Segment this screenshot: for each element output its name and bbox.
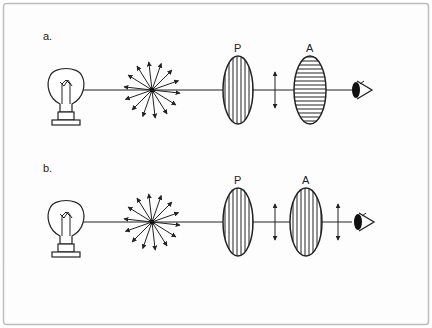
analyzer [290,188,322,256]
setup-b [48,188,374,257]
eye [354,213,374,231]
light-center [150,88,155,93]
light-ray [149,194,152,222]
component-label: P [234,175,241,186]
light-ray [152,213,178,222]
component-label: P [234,43,241,54]
light-center [150,220,155,225]
light-ray [149,62,152,90]
light-ray [152,222,155,250]
component-label: A [306,43,313,54]
light-ray [126,222,152,231]
frame [4,4,429,325]
unpolarized-light [124,194,180,250]
eye [352,81,372,99]
unpolarized-light [124,62,180,118]
polarization-arrow [275,204,276,240]
setup-a [48,56,372,125]
analyzer [294,56,326,124]
row-label: b. [43,163,52,174]
component-label: A [302,175,309,186]
light-ray [152,90,176,105]
row-label: a. [43,31,52,42]
light-ray [152,90,155,118]
light-ray [152,222,176,237]
polarization-arrow [275,72,276,108]
light-ray [152,81,178,90]
polarizer [223,188,253,256]
polarization-arrow [338,204,339,240]
lamp [48,69,84,126]
light-ray [128,207,152,222]
lamp [48,201,84,258]
light-ray [126,90,152,99]
polarizer [223,56,253,124]
light-ray [128,75,152,90]
